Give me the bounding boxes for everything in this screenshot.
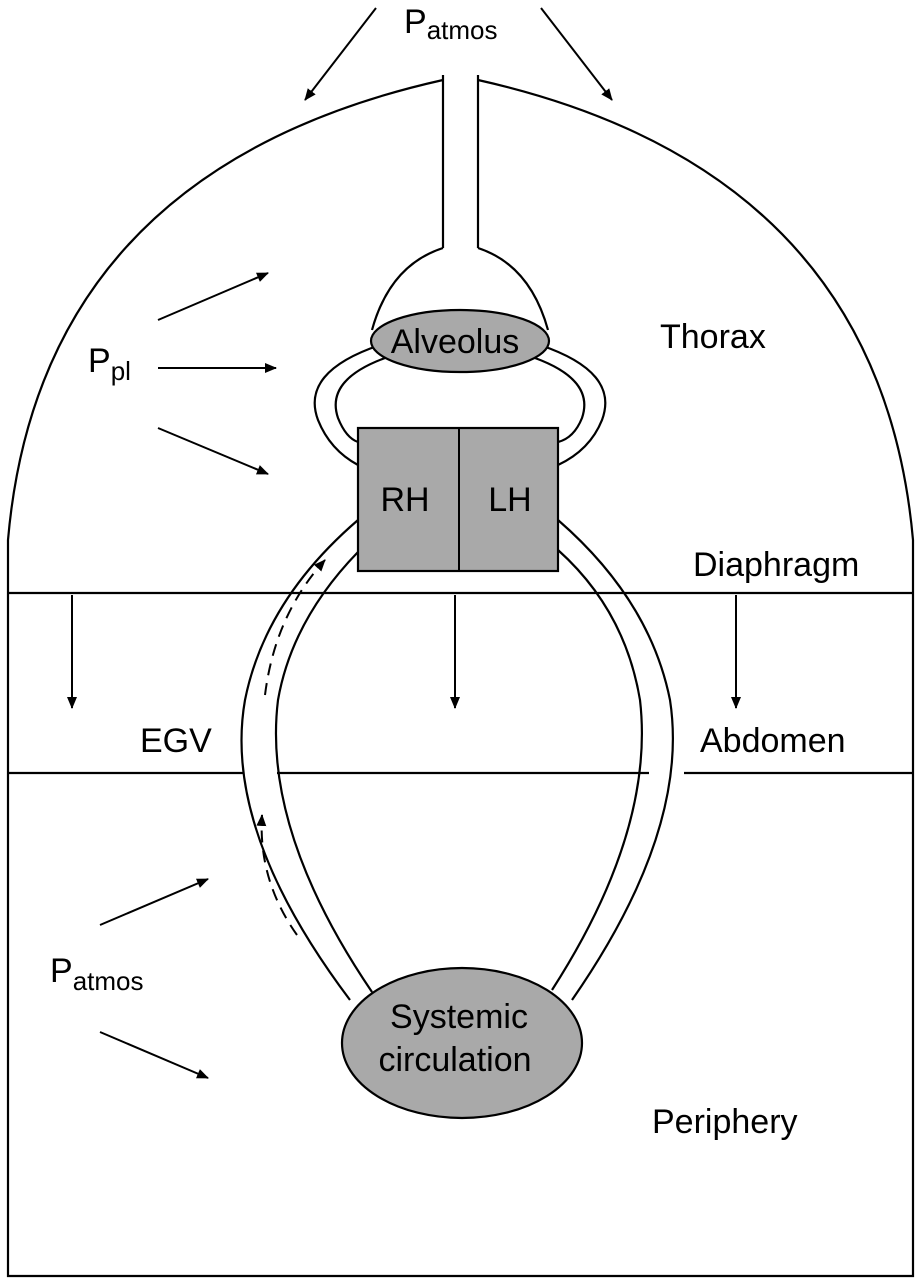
systemic-vessels xyxy=(240,519,674,1001)
p-atmos-top-label: Patmos xyxy=(404,3,498,45)
lh-label: LH xyxy=(488,481,531,519)
p-pl-arrows xyxy=(157,272,277,475)
systemic-label-line2: circulation xyxy=(378,1041,531,1079)
systemic-circulation-ellipse xyxy=(340,966,584,1120)
heart xyxy=(356,426,560,573)
rh-label: RH xyxy=(380,481,429,519)
egv-label: EGV xyxy=(140,722,212,760)
diaphragm-label: Diaphragm xyxy=(693,546,859,584)
alveolus-label: Alveolus xyxy=(391,323,520,361)
periphery-label: Periphery xyxy=(652,1103,798,1141)
body-outline xyxy=(6,75,915,1278)
p-atmos-top-arrows xyxy=(304,7,613,101)
thorax-label: Thorax xyxy=(660,318,766,356)
p-pl-label: Ppl xyxy=(88,342,131,386)
venous-return-arrows xyxy=(256,559,326,936)
pulmonary-vessels xyxy=(313,246,607,466)
systemic-label-line1: Systemic xyxy=(390,998,528,1036)
abdomen-label: Abdomen xyxy=(700,722,846,760)
alveolus-ellipse xyxy=(369,308,551,374)
p-atmos-bottom-arrows xyxy=(99,878,209,1079)
p-atmos-bottom-label: Patmos xyxy=(50,952,144,996)
diaphragm-down-arrows xyxy=(67,595,741,709)
